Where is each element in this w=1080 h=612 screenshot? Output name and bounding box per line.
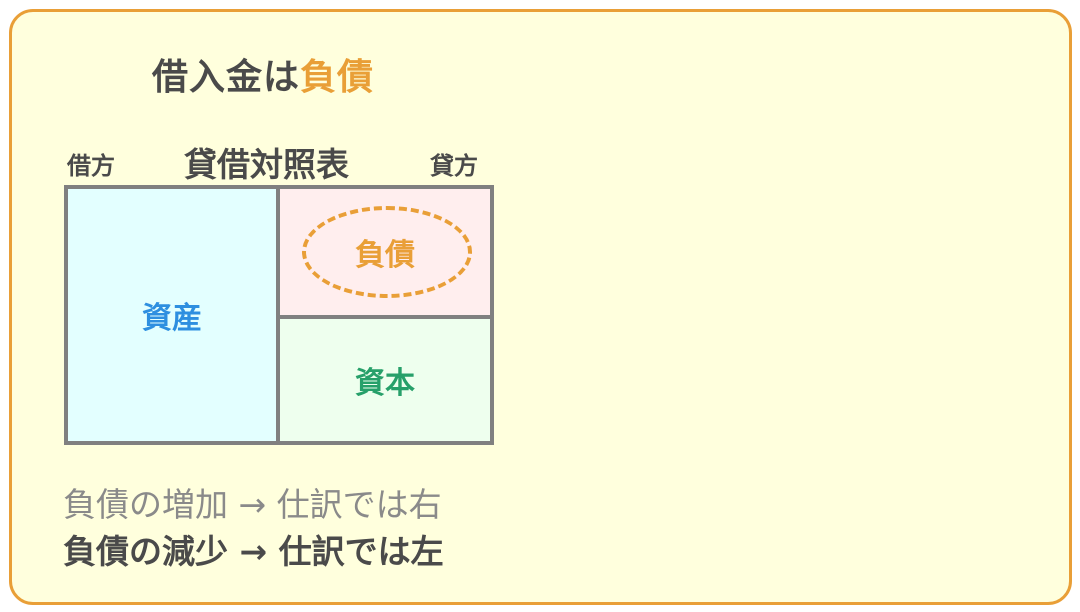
liabilities-label: 負債 [355,238,415,273]
rule-decrease: 負債の減少 → 仕訳では左 [63,532,444,571]
credit-label: 貸方 [430,152,478,180]
title-prefix: 借入金は [152,57,301,98]
title-accent: 負債 [300,57,375,98]
debit-label: 借方 [67,152,115,180]
highlight-ellipse [302,206,472,298]
page-title: 借入金は負債 [152,48,374,100]
equity-box: 資本 [276,315,494,445]
liabilities-box: 負債 [276,185,494,319]
rule-increase: 負債の増加 → 仕訳では右 [63,485,442,524]
equity-label: 資本 [355,366,415,401]
balance-sheet-diagram: 資産 負債 資本 [64,185,494,445]
assets-label: 資産 [142,301,202,336]
assets-box: 資産 [64,185,280,445]
balance-sheet-title: 貸借対照表 [184,145,349,184]
